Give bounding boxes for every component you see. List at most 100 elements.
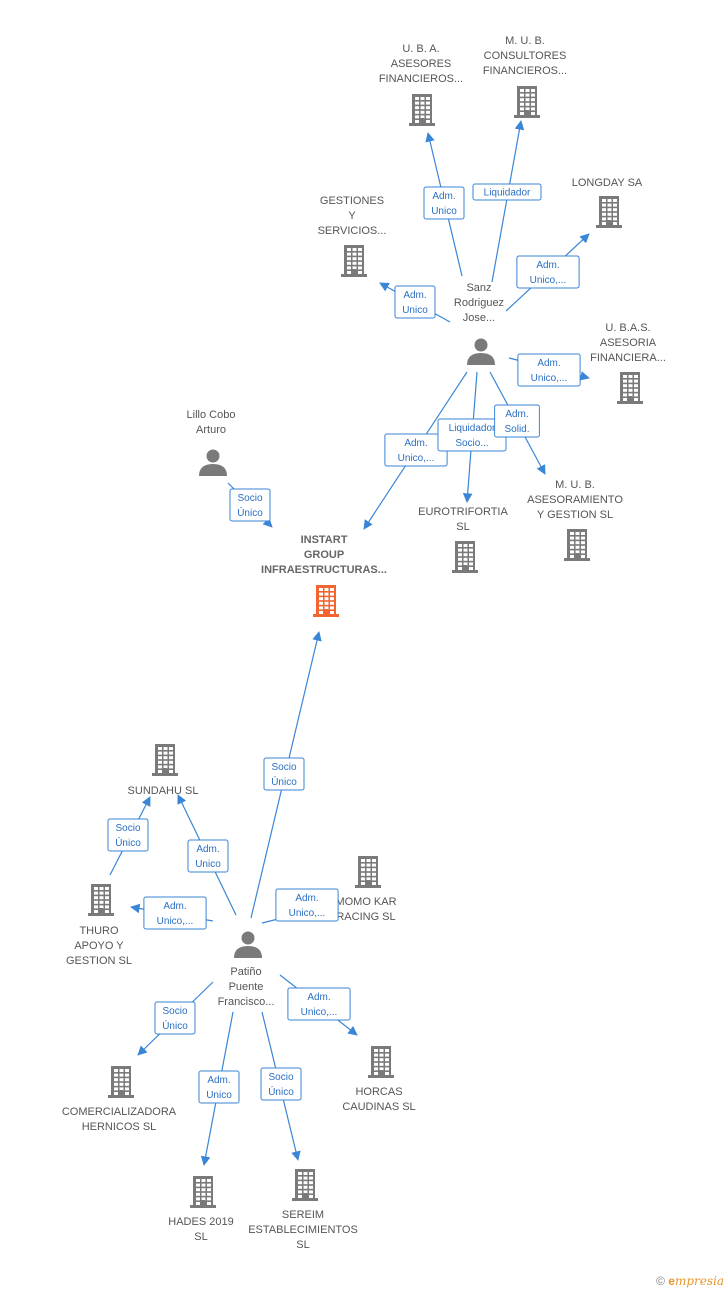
- edge-label[interactable]: Adm.Unico: [198, 1070, 240, 1104]
- brand-name: mpresia: [674, 1274, 724, 1288]
- node-label: Patiño: [230, 966, 261, 978]
- edge-n_sanz-n_mub_cons: [491, 120, 525, 283]
- edge-label-box: [494, 404, 540, 438]
- edge-label-box: [187, 839, 229, 873]
- node-longday[interactable]: LONGDAY SA: [572, 177, 643, 228]
- edge-label-box: [423, 186, 465, 220]
- edge-label-text: Unico,...: [531, 373, 568, 384]
- edge-label-text: Adm.: [295, 893, 318, 904]
- edge-label-text: Adm.: [432, 191, 455, 202]
- person-icon: [234, 931, 262, 958]
- footer-brand[interactable]: © empresia: [656, 1274, 724, 1288]
- node-label: M. U. B.: [505, 35, 545, 47]
- edge-label-text: Adm.: [207, 1075, 230, 1086]
- edge-label-text: Único: [237, 506, 263, 519]
- node-label: SUNDAHU SL: [128, 785, 199, 797]
- edge-label-text: Solid.: [504, 424, 529, 435]
- edge-label-box: [516, 255, 580, 289]
- node-label: Y GESTION SL: [537, 509, 613, 521]
- building-icon: [355, 856, 381, 888]
- edge-label-text: Socio: [268, 1072, 293, 1083]
- node-label: Puente: [229, 981, 264, 993]
- node-label: MOMO KAR: [335, 896, 396, 908]
- node-label: GESTIONES: [320, 195, 384, 207]
- node-horcas[interactable]: HORCAS CAUDINAS SL: [342, 1046, 416, 1113]
- node-label: HORCAS: [355, 1086, 402, 1098]
- edge-label[interactable]: Adm.Unico: [187, 839, 229, 873]
- person-icon: [467, 338, 495, 365]
- brand-initial: e: [668, 1274, 675, 1288]
- edge-label[interactable]: Adm.Unico: [423, 186, 465, 220]
- building-icon: [190, 1176, 216, 1208]
- building-icon: [88, 884, 114, 916]
- edge-label-box: [143, 896, 207, 930]
- node-instart[interactable]: INSTARTGROUPINFRAESTRUCTURAS...: [261, 534, 387, 617]
- edge-label-text: Unico,...: [530, 275, 567, 286]
- edge-label-text: Unico: [402, 305, 428, 316]
- building-icon: [341, 245, 367, 277]
- node-label: SL: [456, 521, 469, 533]
- node-gestiones[interactable]: GESTIONESYSERVICIOS...: [318, 195, 387, 277]
- edge-labels-layer: Adm.UnicoLiquidadorAdm.Unico,...Adm.Unic…: [107, 183, 581, 1104]
- edge-label-text: Adm.: [404, 438, 427, 449]
- edge-label[interactable]: Liquidador: [472, 183, 542, 201]
- node-label: SL: [194, 1231, 207, 1243]
- building-icon: [564, 529, 590, 561]
- node-label: U. B. A.: [402, 43, 439, 55]
- node-label: Sanz: [466, 282, 491, 294]
- edge-label[interactable]: Adm. Solid.: [494, 404, 540, 438]
- building-icon: [108, 1066, 134, 1098]
- edge-label-text: Liquidador: [484, 188, 531, 199]
- edge-label-text: Unico,...: [301, 1007, 338, 1018]
- node-label: Lillo Cobo: [187, 409, 236, 421]
- edge-label[interactable]: Adm.Unico,...: [275, 888, 339, 922]
- node-sundahu[interactable]: SUNDAHU SL: [128, 744, 199, 797]
- edge-label-text: Adm.: [505, 409, 528, 420]
- node-mub_cons[interactable]: M. U. B. CONSULTORES FINANCIEROS...: [483, 35, 567, 118]
- node-ubas[interactable]: U. B.A.S.ASESORIAFINANCIERA...: [590, 322, 666, 404]
- node-label: FINANCIEROS...: [483, 65, 567, 77]
- edge-label-text: Unico,...: [157, 916, 194, 927]
- edge-label-box: [154, 1001, 196, 1035]
- node-label: THURO: [79, 925, 119, 937]
- edge-label-text: Unico: [195, 859, 221, 870]
- node-sanz[interactable]: SanzRodriguezJose...: [454, 282, 504, 365]
- edge-label-box: [229, 488, 271, 522]
- node-label: SERVICIOS...: [318, 225, 387, 237]
- edge-label[interactable]: Adm.Unico,...: [516, 255, 580, 289]
- edge-label[interactable]: Adm. Unico: [394, 285, 436, 319]
- node-label: SL: [296, 1239, 309, 1251]
- node-label: HERNICOS SL: [82, 1121, 157, 1133]
- edge-label[interactable]: Adm.Unico,...: [517, 353, 581, 387]
- edge-label-text: Adm.: [403, 290, 426, 301]
- node-label: SEREIM: [282, 1209, 324, 1221]
- edge-label[interactable]: Adm.Unico,...: [143, 896, 207, 930]
- building-icon: [617, 372, 643, 404]
- edge-label-text: Único: [115, 836, 141, 849]
- node-patino[interactable]: PatiñoPuenteFrancisco...: [218, 931, 275, 1009]
- building-icon: [152, 744, 178, 776]
- copyright-symbol: ©: [656, 1274, 665, 1288]
- edge-label-box: [263, 757, 305, 791]
- node-label: M. U. B.: [555, 479, 595, 491]
- edge-label-text: Liquidador: [449, 423, 496, 434]
- node-uba[interactable]: U. B. A.ASESORESFINANCIEROS...: [379, 43, 463, 126]
- edge-label-box: [275, 888, 339, 922]
- node-label: CONSULTORES: [484, 50, 567, 62]
- node-label: CAUDINAS SL: [342, 1101, 415, 1113]
- edge-label[interactable]: Adm.Unico,...: [287, 987, 351, 1021]
